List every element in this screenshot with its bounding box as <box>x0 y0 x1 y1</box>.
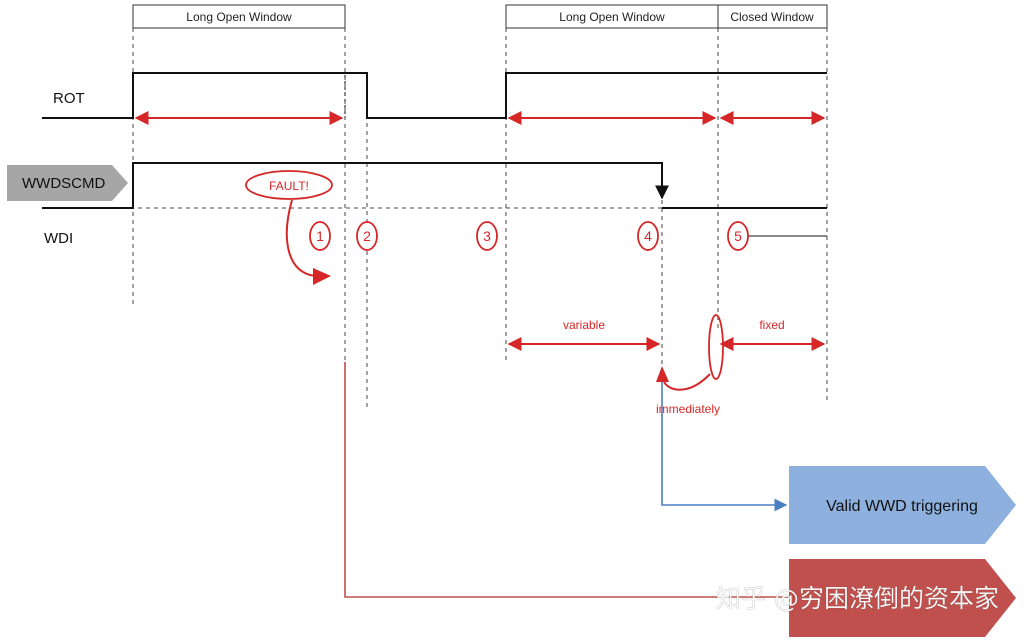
window-header-1: Long Open Window <box>132 4 346 29</box>
fault-connector <box>344 362 790 598</box>
marker-1: 1 <box>309 221 331 251</box>
rot-label: ROT <box>53 90 85 107</box>
wwdscmd-label: WWDSCMD <box>22 175 105 192</box>
rot-waveform <box>42 72 827 119</box>
window-header-3: Closed Window <box>717 4 828 29</box>
wwdscmd-tag: WWDSCMD <box>7 165 128 201</box>
valid-triggering-label: Valid WWD triggering <box>826 498 978 515</box>
marker-4: 4 <box>637 221 659 251</box>
wdi-label: WDI <box>44 230 73 247</box>
marker-2: 2 <box>356 221 378 251</box>
fixed-label: fixed <box>759 318 784 332</box>
marker-1-label: 1 <box>316 228 324 244</box>
fault-annotation: FAULT! <box>245 170 333 285</box>
immediately-annotation: immediately <box>656 314 724 416</box>
marker-3: 3 <box>476 221 498 251</box>
valid-triggering-box: Valid WWD triggering <box>789 466 1016 544</box>
window-header-2: Long Open Window <box>505 4 719 29</box>
window-3-label: Closed Window <box>730 10 814 24</box>
immediately-label: immediately <box>656 402 720 416</box>
window-2-label: Long Open Window <box>559 10 665 24</box>
window-boundary-highlight <box>708 314 724 380</box>
wwdscmd-waveform <box>42 162 669 209</box>
marker-5-label: 5 <box>734 228 742 244</box>
marker-5: 5 <box>727 221 827 251</box>
immediately-curve <box>663 373 711 391</box>
fault-outcome-box <box>789 559 1016 637</box>
valid-connector <box>661 382 788 512</box>
marker-3-label: 3 <box>483 228 491 244</box>
marker-4-label: 4 <box>644 228 652 244</box>
fault-arrow-head <box>313 268 331 285</box>
immediately-arrow-head <box>656 366 669 382</box>
watermark: 知乎 @穷困潦倒的资本家 <box>716 584 999 613</box>
variable-label: variable <box>563 318 605 332</box>
marker-2-label: 2 <box>363 228 371 244</box>
window-1-label: Long Open Window <box>186 10 292 24</box>
fault-curve-arrow <box>285 199 316 277</box>
fault-label: FAULT! <box>269 179 309 193</box>
